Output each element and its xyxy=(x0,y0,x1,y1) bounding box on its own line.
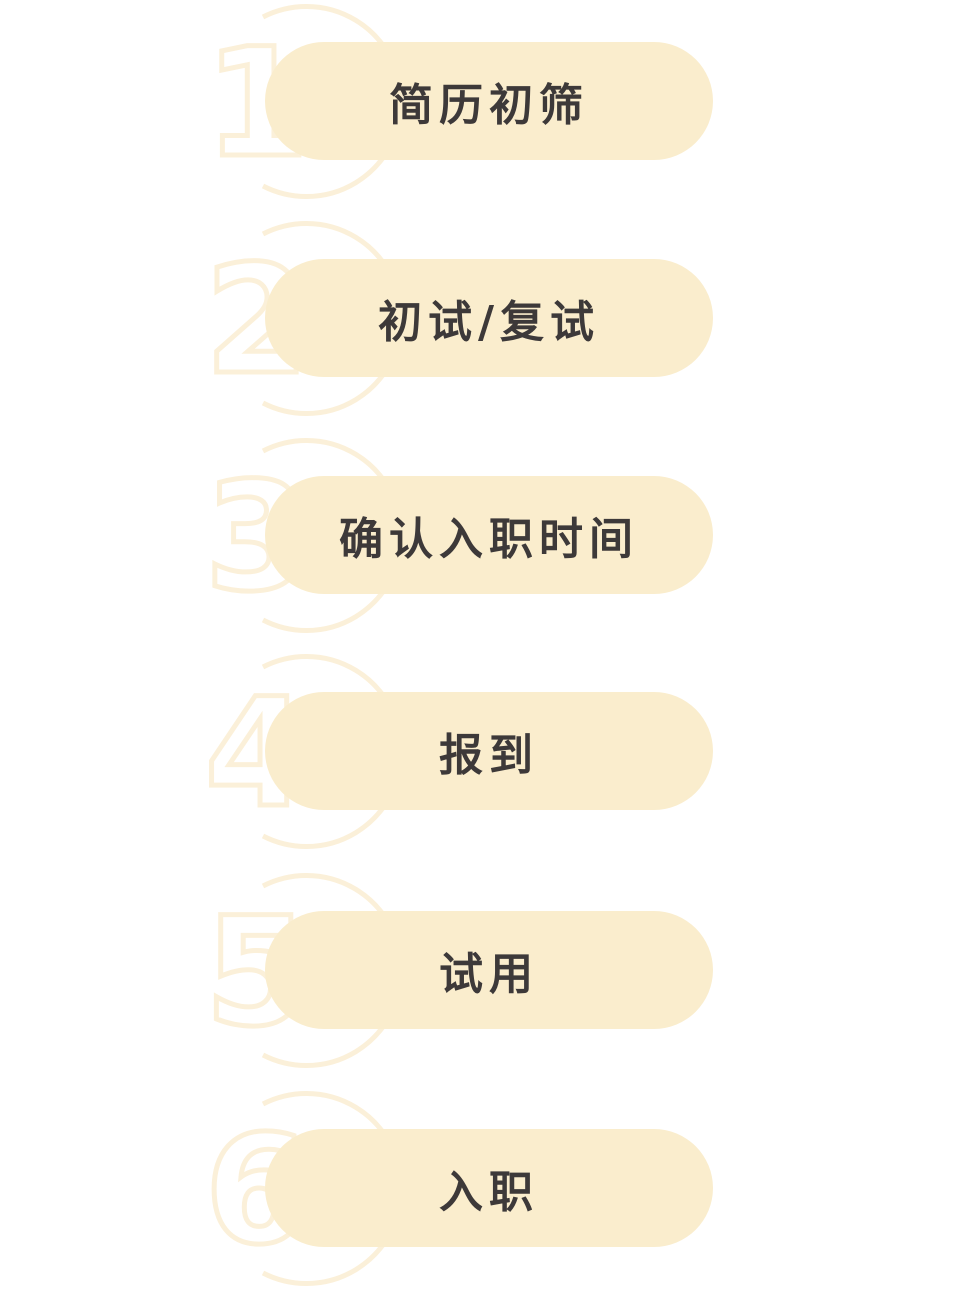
step-label: 报到 xyxy=(439,730,539,781)
process-step: 6 入职 xyxy=(0,1080,963,1297)
process-step: 4 报到 xyxy=(0,643,963,860)
step-pill[interactable]: 确认入职时间 xyxy=(265,476,713,594)
step-label: 确认入职时间 xyxy=(339,514,639,565)
step-pill[interactable]: 初试/复试 xyxy=(265,259,713,377)
step-pill[interactable]: 入职 xyxy=(265,1129,713,1247)
process-step: 1 简历初筛 xyxy=(0,0,963,210)
step-pill[interactable]: 简历初筛 xyxy=(265,42,713,160)
process-step: 5 试用 xyxy=(0,862,963,1079)
process-step: 2 初试/复试 xyxy=(0,210,963,427)
step-label: 初试/复试 xyxy=(377,297,601,348)
step-label: 简历初筛 xyxy=(389,80,589,131)
step-label: 试用 xyxy=(439,949,539,1000)
step-pill[interactable]: 报到 xyxy=(265,692,713,810)
process-step: 3 确认入职时间 xyxy=(0,427,963,644)
step-pill[interactable]: 试用 xyxy=(265,911,713,1029)
step-label: 入职 xyxy=(439,1167,539,1218)
